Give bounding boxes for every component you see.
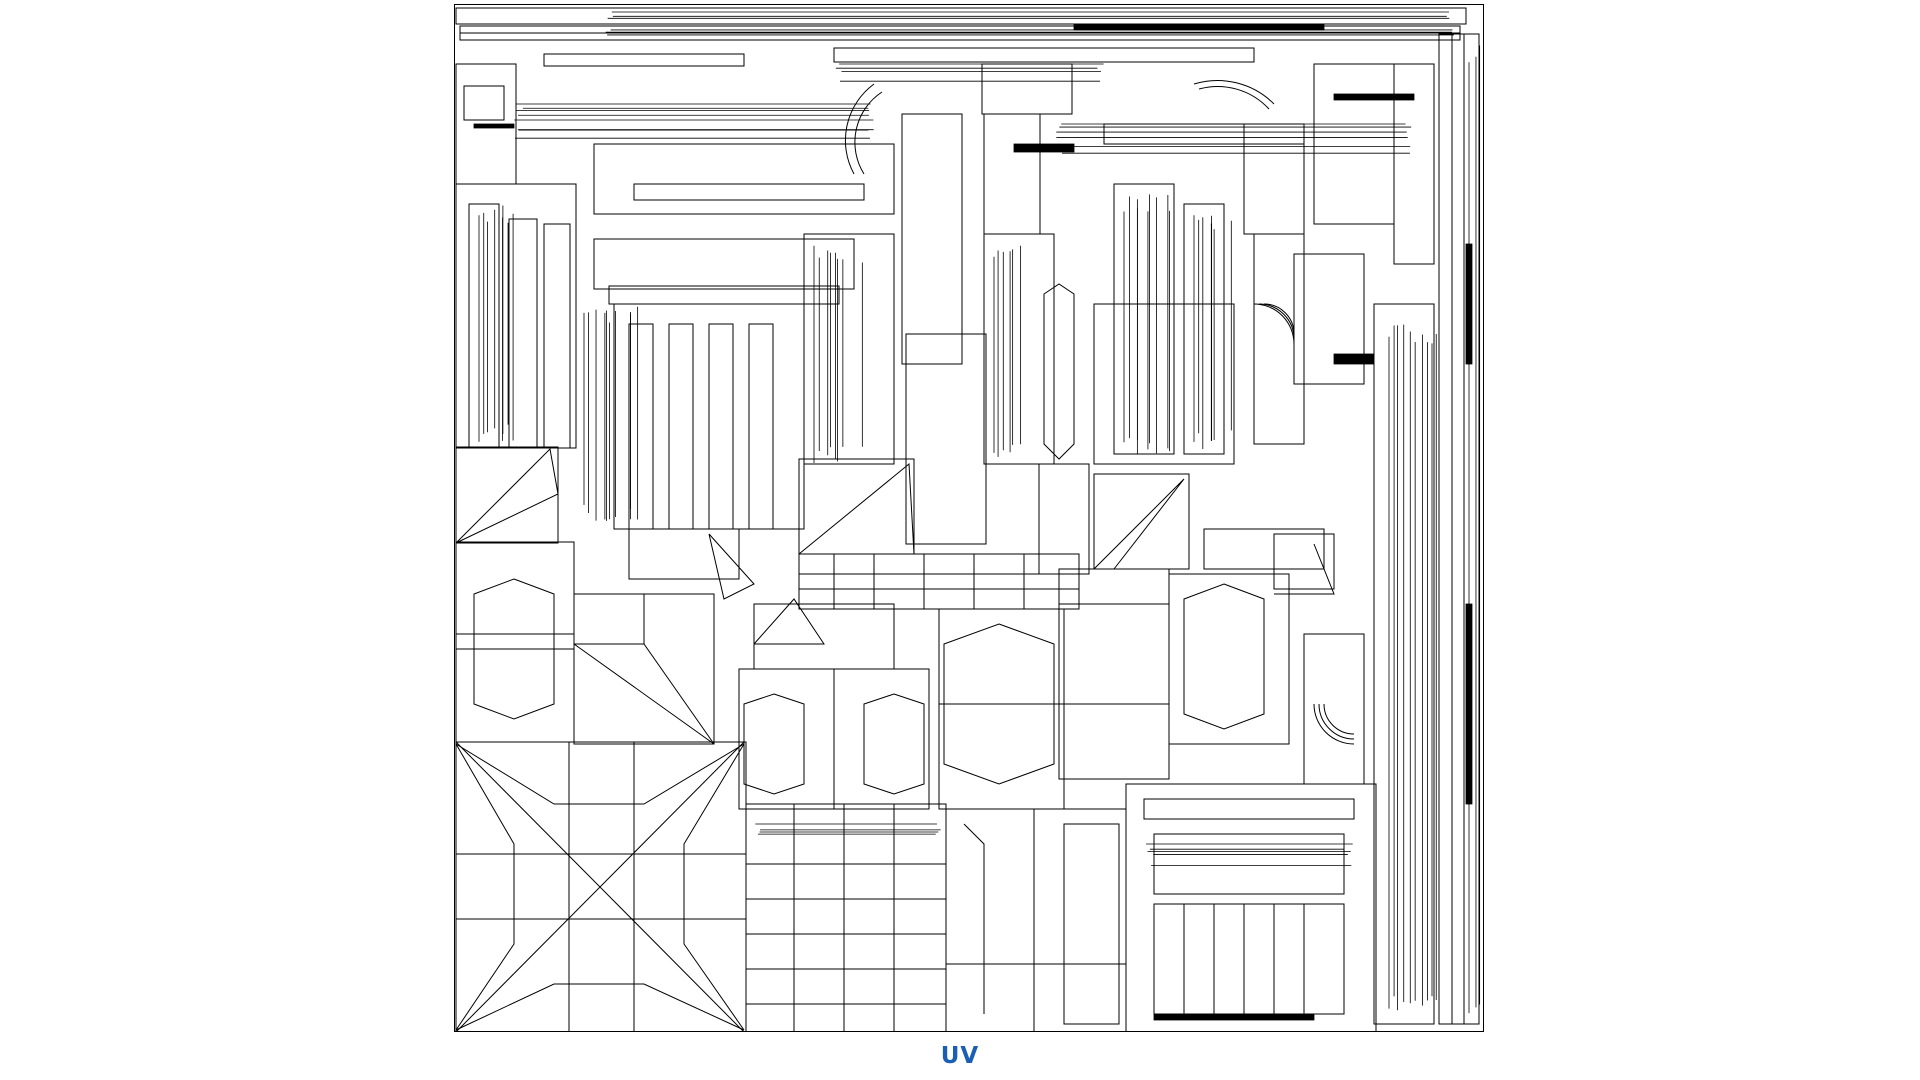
uv-solid-strip bbox=[1465, 603, 1473, 805]
uv-solid-strip bbox=[1013, 143, 1075, 153]
uv-solid-strip bbox=[1465, 243, 1473, 365]
uv-solid-strip bbox=[1153, 1013, 1315, 1021]
uv-solid-strip bbox=[473, 123, 515, 129]
uv-detail-lines bbox=[473, 11, 1481, 1021]
uv-caption: UV bbox=[940, 1043, 980, 1069]
uv-wireframe-map bbox=[454, 4, 1484, 1032]
uv-solid-strip bbox=[1073, 23, 1325, 31]
uv-island-group bbox=[454, 4, 1484, 1032]
uv-solid-strip bbox=[1333, 353, 1375, 365]
uv-solid-strip bbox=[1333, 93, 1415, 101]
